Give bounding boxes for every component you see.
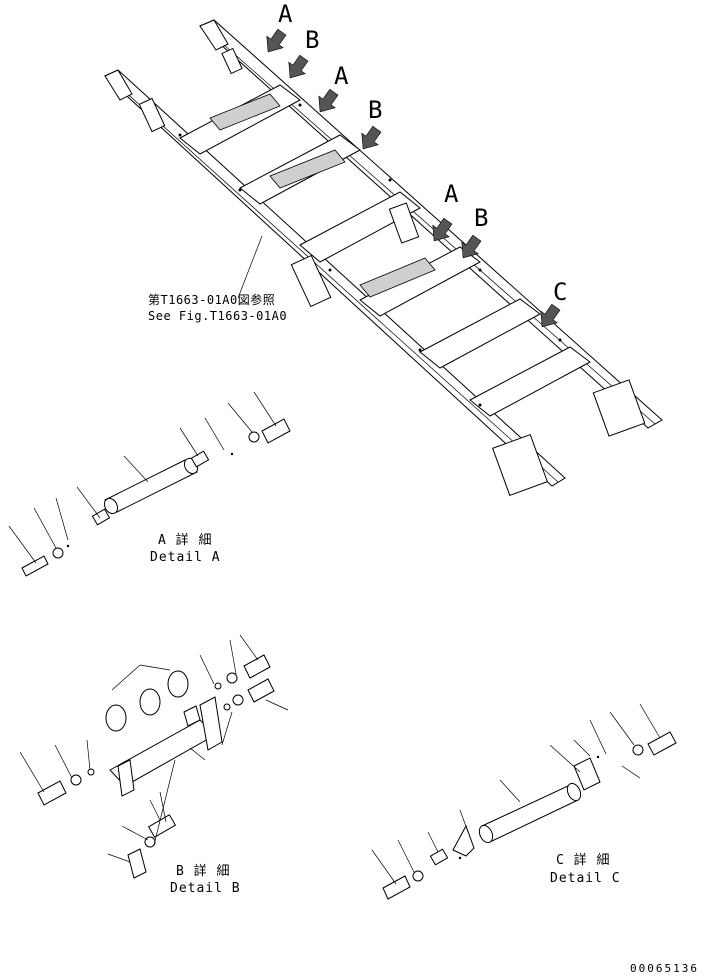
view-label-b1: B [305,26,319,54]
drawing-code: 00065136 [630,962,699,975]
detail-c-title-jp: C 詳 細 [556,852,610,868]
detail-c-parts [371,703,677,900]
view-arrows [266,28,561,328]
frame-assembly [104,19,663,496]
detail-a-title-en: Detail A [150,550,221,565]
view-label-c: C [553,278,567,306]
detail-c-title-en: Detail C [550,871,621,886]
detail-a-parts [8,391,291,577]
reference-jp: 第T1663-01A0図参照 [148,292,275,307]
detail-b-title-en: Detail B [170,881,241,896]
view-label-a3: A [444,180,459,208]
view-label-a1: A [278,0,293,28]
reference-en: See Fig.T1663-01A0 [148,309,287,323]
view-label-b2: B [368,96,382,124]
view-label-b3: B [474,204,488,232]
detail-b-parts [19,634,289,879]
detail-a-title-jp: A 詳 細 [158,532,212,548]
detail-b-title-jp: B 詳 細 [176,863,230,879]
view-label-a2: A [334,62,349,90]
